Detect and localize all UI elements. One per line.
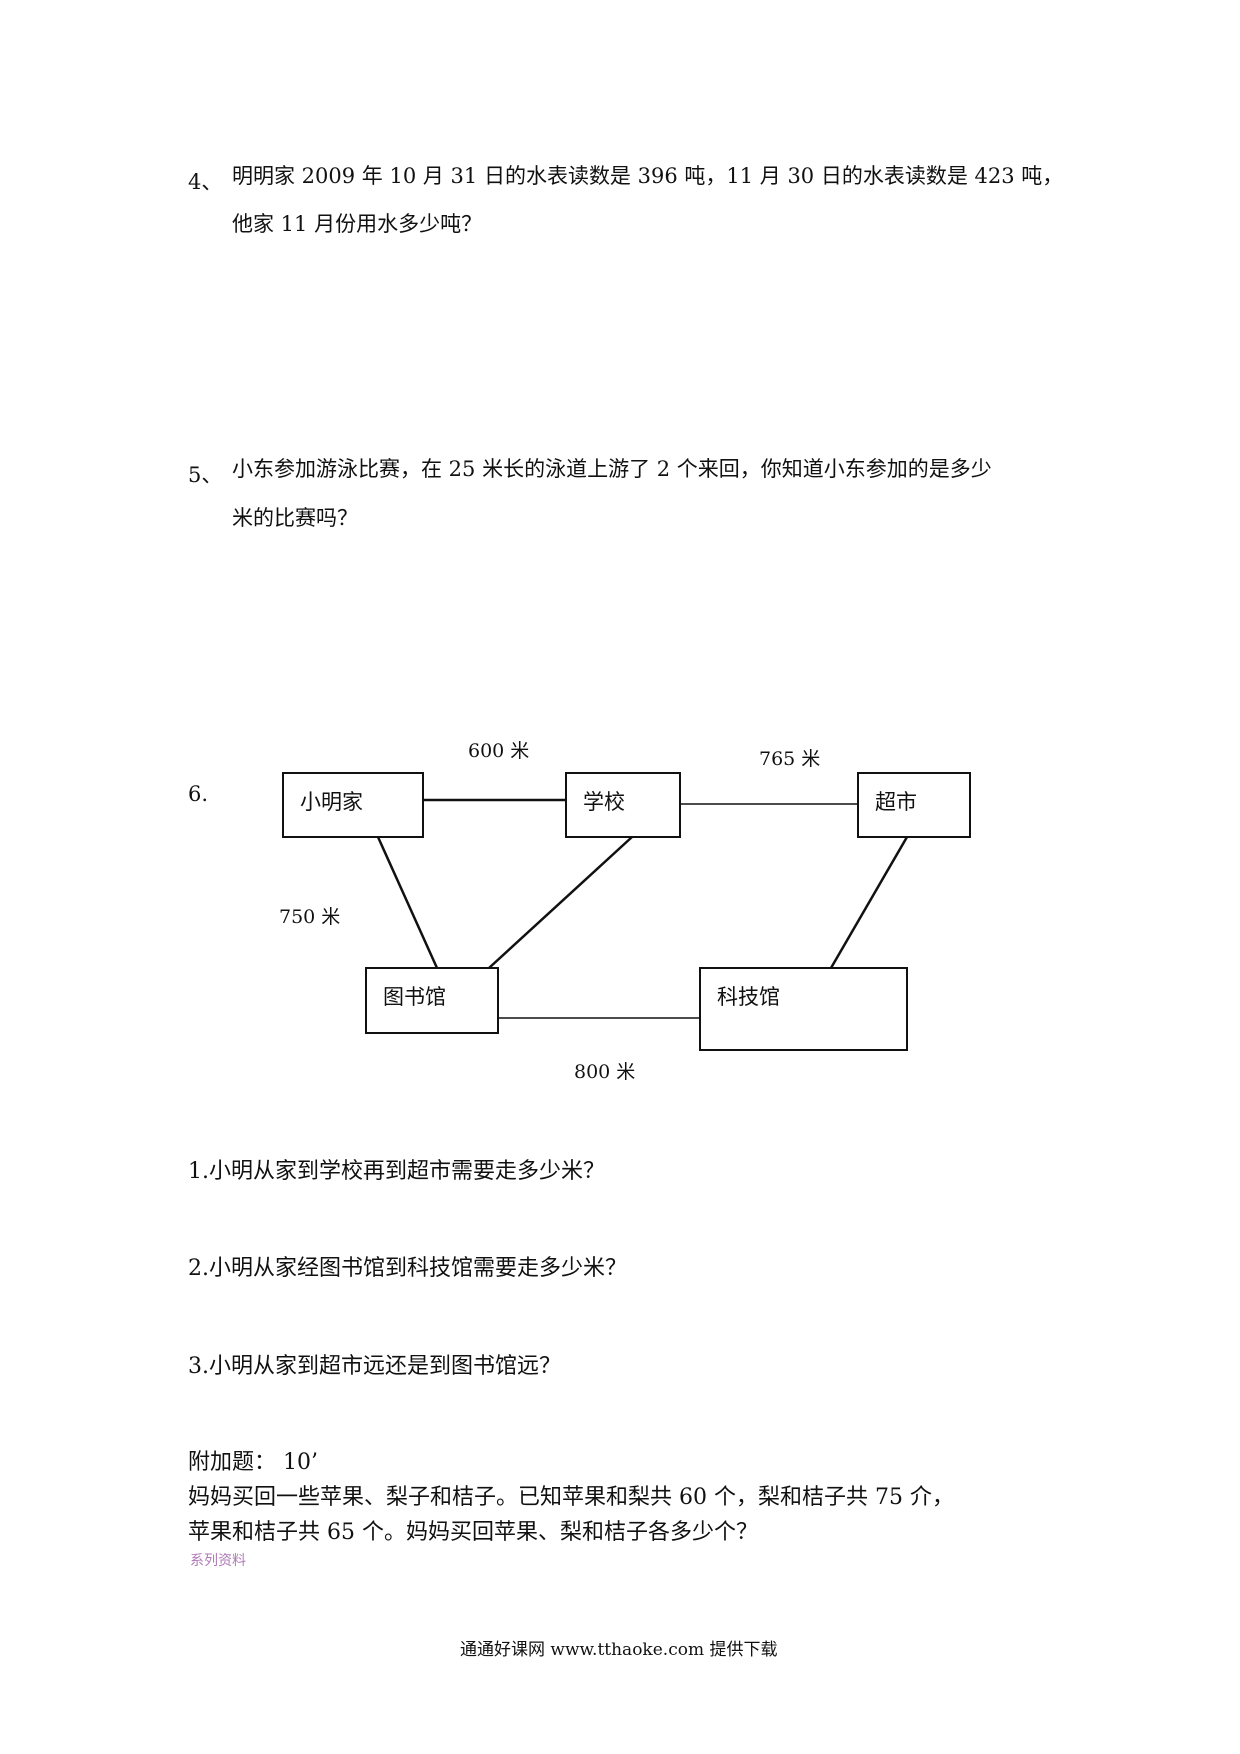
question-5-line1: 小东参加游泳比赛，在 25 米长的泳道上游了 2 个来回，你知道小东参加的是多少 bbox=[232, 457, 992, 481]
question-6-number: 6. bbox=[188, 782, 209, 806]
page-footer: 通通好课网 www.tthaoke.com 提供下载 bbox=[460, 1640, 778, 1660]
edge-market-science bbox=[829, 836, 909, 969]
question-5-number: 5、 bbox=[188, 463, 223, 487]
distance-library-science: 800 米 bbox=[574, 1061, 636, 1083]
distance-home-library: 750 米 bbox=[279, 906, 341, 928]
place-school-box: 学校 bbox=[565, 772, 681, 838]
distance-school-market: 765 米 bbox=[759, 748, 821, 770]
place-library-box: 图书馆 bbox=[365, 967, 499, 1034]
question-4-number: 4、 bbox=[188, 170, 223, 194]
bonus-title: 附加题： 10’ bbox=[188, 1450, 318, 1475]
edge-school-library bbox=[488, 836, 633, 969]
place-science-label: 科技馆 bbox=[717, 985, 780, 1009]
series-note: 系列资料 bbox=[190, 1553, 246, 1569]
question-5-line2: 米的比赛吗？ bbox=[232, 506, 358, 530]
place-home-label: 小明家 bbox=[300, 790, 363, 814]
place-market-label: 超市 bbox=[875, 790, 917, 814]
place-market-box: 超市 bbox=[857, 772, 971, 838]
edge-home-library bbox=[376, 836, 439, 969]
sub-question-2: 2.小明从家经图书馆到科技馆需要走多少米？ bbox=[188, 1256, 627, 1281]
question-4-line1: 明明家 2009 年 10 月 31 日的水表读数是 396 吨，11 月 30… bbox=[232, 164, 1064, 188]
bonus-line2: 苹果和桔子共 65 个。妈妈买回苹果、梨和桔子各多少个？ bbox=[188, 1520, 758, 1545]
bonus-line1: 妈妈买回一些苹果、梨子和桔子。已知苹果和梨共 60 个，梨和桔子共 75 介， bbox=[188, 1485, 954, 1510]
place-science-box: 科技馆 bbox=[699, 967, 908, 1051]
place-home-box: 小明家 bbox=[282, 772, 424, 838]
sub-question-3: 3.小明从家到超市远还是到图书馆远？ bbox=[188, 1354, 561, 1379]
sub-question-1: 1.小明从家到学校再到超市需要走多少米？ bbox=[188, 1159, 605, 1184]
place-library-label: 图书馆 bbox=[383, 985, 446, 1009]
place-school-label: 学校 bbox=[583, 790, 625, 814]
question-4-line2: 他家 11 月份用水多少吨？ bbox=[232, 212, 483, 236]
distance-home-school: 600 米 bbox=[468, 740, 530, 762]
